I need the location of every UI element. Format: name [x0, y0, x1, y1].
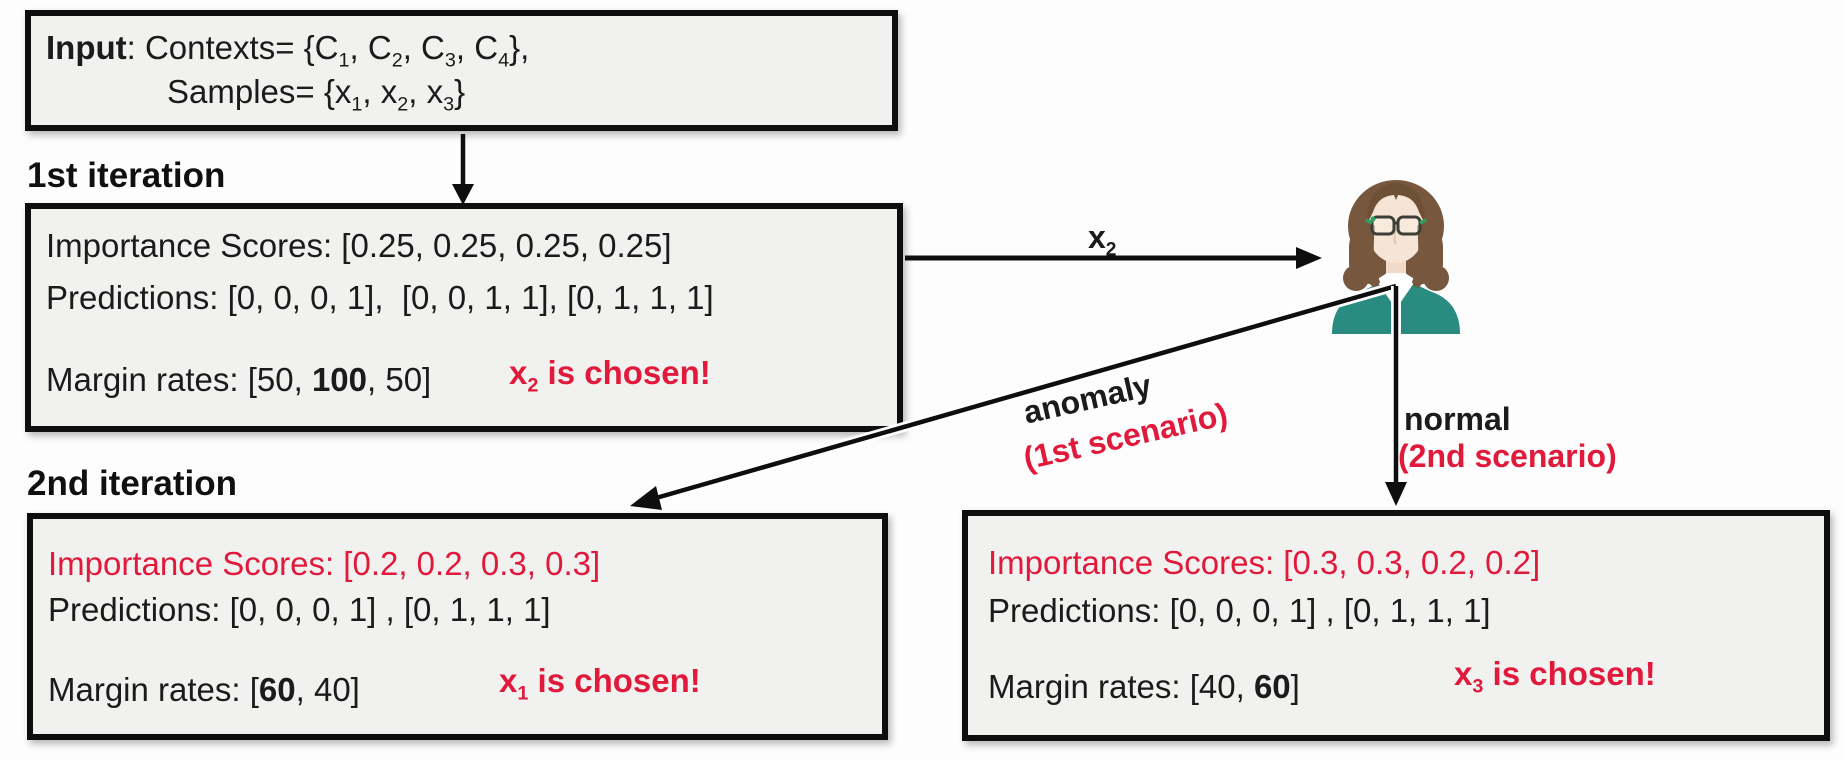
iteration2-normal-chosen-sample: x3 is chosen!	[1454, 655, 1656, 698]
queried-sample-label: x2	[1088, 219, 1117, 261]
input-box: Input: Contexts= {C1, C2, C3, C4}, Sampl…	[25, 10, 898, 131]
iteration2-normal-margin-rates: Margin rates: [40, 60]	[988, 668, 1300, 705]
normal-scenario-label: (2nd scenario)	[1398, 438, 1617, 474]
input-line-contexts: Input: Contexts= {C1, C2, C3, C4},	[46, 29, 530, 72]
iteration2-anomaly-margin-rates: Margin rates: [60, 40]	[48, 671, 360, 708]
flow-arrow-input-to-iteration1	[452, 134, 474, 205]
input-line-samples: Samples= {x1, x2, x3}	[167, 73, 466, 116]
iteration2-anomaly-chosen-sample: x1 is chosen!	[499, 662, 701, 705]
iteration1-margin-rates: Margin rates: [50, 100, 50]	[46, 361, 432, 398]
iteration2-anomaly-box: Importance Scores: [0.2, 0.2, 0.3, 0.3] …	[27, 513, 888, 740]
iteration1-chosen-sample: x2 is chosen!	[509, 354, 711, 397]
iteration2-heading: 2nd iteration	[27, 464, 238, 503]
iteration1-importance-scores: Importance Scores: [0.25, 0.25, 0.25, 0.…	[46, 227, 672, 264]
iteration1-box: Importance Scores: [0.25, 0.25, 0.25, 0.…	[25, 203, 903, 432]
normal-branch-label: normal	[1404, 401, 1511, 437]
iteration2-normal-box: Importance Scores: [0.3, 0.3, 0.2, 0.2] …	[962, 510, 1830, 741]
iteration2-anomaly-importance-scores: Importance Scores: [0.2, 0.2, 0.3, 0.3]	[48, 545, 601, 582]
iteration1-predictions: Predictions: [0, 0, 0, 1], [0, 0, 1, 1],…	[46, 279, 714, 316]
iteration2-normal-predictions: Predictions: [0, 0, 0, 1] , [0, 1, 1, 1]	[988, 592, 1491, 629]
woman-analyst-icon	[1332, 180, 1460, 334]
iteration1-heading: 1st iteration	[27, 156, 226, 195]
iteration2-normal-importance-scores: Importance Scores: [0.3, 0.3, 0.2, 0.2]	[988, 544, 1541, 581]
iteration2-anomaly-predictions: Predictions: [0, 0, 0, 1] , [0, 1, 1, 1]	[48, 591, 551, 628]
